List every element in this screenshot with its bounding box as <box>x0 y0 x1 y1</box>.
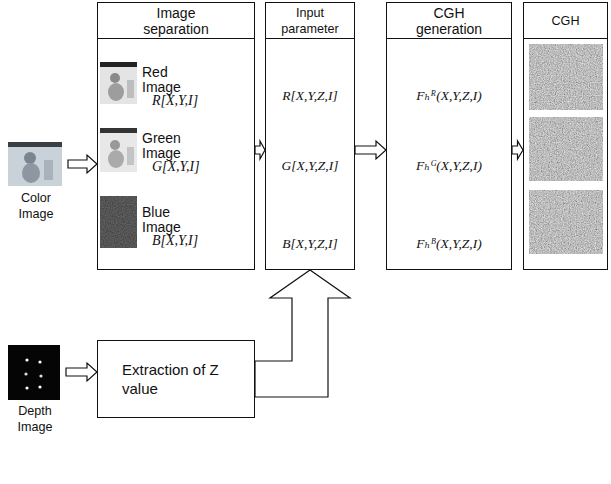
parameter-formula: B[X,Y,I] <box>152 233 198 249</box>
channel-image: Blue ImageB[X,Y,I] <box>100 197 252 251</box>
column-panel: CGH <box>523 2 608 270</box>
blue-channel-image <box>100 196 137 248</box>
parameter-formula: R[X,Y,I] <box>152 93 198 109</box>
red-channel-image <box>100 62 137 104</box>
green-channel-image <box>100 128 137 172</box>
column-header: CGH generation <box>407 5 491 37</box>
parameter-formula: G[X,Y,I] <box>152 159 200 175</box>
parameter-formula: B[X,Y,Z,I] <box>266 235 354 253</box>
channel-image: Red ImageR[X,Y,I] <box>100 63 252 111</box>
column-panel: Image separationRed ImageR[X,Y,I] Green I… <box>97 2 255 270</box>
header-divider <box>98 38 254 39</box>
column-panel: Input parameterR[X,Y,Z,I] G[X,Y,Z,I] B[X,Y… <box>265 2 355 270</box>
parameter-formula: Fₕᴳ(X,Y,Z,I) <box>387 157 511 175</box>
color-photo <box>8 142 62 186</box>
image-label: Depth Image <box>4 403 66 435</box>
column-header: CGH <box>524 13 607 29</box>
process-label: Extraction of Z value <box>122 360 220 398</box>
image-label: Red Image <box>142 65 198 95</box>
cgh-pattern <box>529 44 603 254</box>
channel-image: Green ImageG[X,Y,I] <box>100 129 252 177</box>
column-header: Input parameter <box>266 5 354 37</box>
parameter-formula: R[X,Y,Z,I] <box>266 87 354 105</box>
process-box: Extraction of Z value <box>97 340 255 418</box>
image-label: Blue Image <box>142 205 198 235</box>
header-divider <box>387 38 511 39</box>
header-divider <box>266 38 354 39</box>
flow-arrow <box>255 270 350 397</box>
column-header: Image separation <box>134 5 218 37</box>
image-thumbnail: Depth Image <box>4 343 66 443</box>
parameter-formula: G[X,Y,Z,I] <box>266 157 354 175</box>
image-label: Color Image <box>4 190 68 222</box>
column-panel: CGH generationFₕᴿ(X,Y,Z,I) Fₕᴳ(X,Y,Z,I) Fₕ… <box>386 2 512 270</box>
flow-arrow <box>512 141 523 159</box>
depth-image <box>8 345 60 400</box>
image-thumbnail: Color Image <box>4 140 68 224</box>
flow-arrow <box>66 363 97 381</box>
header-divider <box>524 38 607 39</box>
flow-arrow <box>68 155 97 173</box>
flow-arrow <box>355 141 386 159</box>
flow-arrow <box>255 141 265 159</box>
image-label: Green Image <box>142 131 198 161</box>
parameter-formula: Fₕᴿ(X,Y,Z,I) <box>387 87 511 105</box>
parameter-formula: Fₕᴮ(X,Y,Z,I) <box>387 235 511 253</box>
